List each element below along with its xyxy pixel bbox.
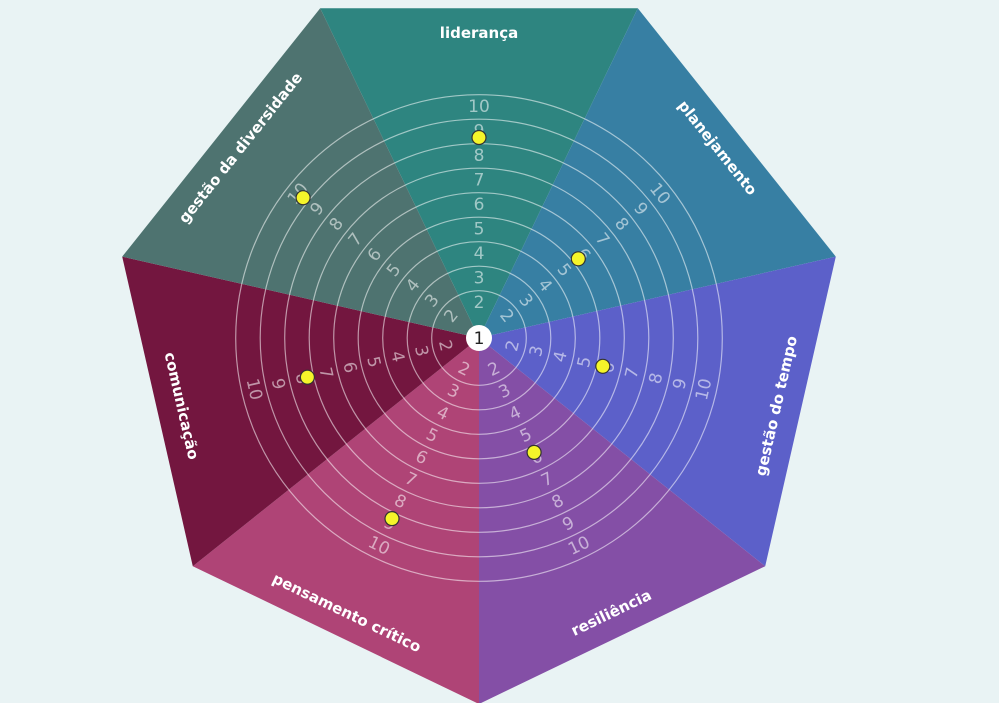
tick-label: 7 <box>314 365 336 380</box>
tick-label: 8 <box>645 371 667 386</box>
score-marker[interactable] <box>570 251 586 267</box>
tick-label: 6 <box>474 195 485 215</box>
sector-wedge <box>479 256 836 567</box>
scale-ring <box>357 216 601 460</box>
tick-label: 10 <box>692 377 716 403</box>
sector-wedge <box>479 338 766 703</box>
tick-label: 4 <box>550 349 572 364</box>
tick-label: 9 <box>669 376 691 391</box>
tick-label: 4 <box>386 349 408 364</box>
score-marker[interactable] <box>471 129 487 146</box>
tick-label: 2 <box>474 293 485 313</box>
score-marker[interactable] <box>295 190 311 206</box>
tick-label: 4 <box>474 244 485 264</box>
scale-ring <box>308 167 650 509</box>
tick-label: 5 <box>474 220 485 240</box>
scale-ring <box>235 94 723 582</box>
sector-wedge <box>122 256 479 567</box>
tick-label: 6 <box>338 360 360 375</box>
center-circle <box>466 325 492 351</box>
tick-label: 3 <box>474 269 485 289</box>
sector-wedge <box>320 8 638 338</box>
tick-label: 10 <box>242 377 266 403</box>
tick-label: 7 <box>622 365 644 380</box>
score-marker[interactable] <box>299 369 315 385</box>
score-marker[interactable] <box>526 444 542 460</box>
scale-ring <box>259 118 699 558</box>
scale-ring <box>431 290 527 386</box>
tick-label: 8 <box>474 146 485 166</box>
tick-label: 5 <box>574 355 596 370</box>
score-marker[interactable] <box>384 510 400 527</box>
scale-ring <box>333 192 625 484</box>
sector-wedge <box>192 338 479 703</box>
sector-label: liderança <box>440 24 518 42</box>
tick-label: 2 <box>502 338 524 353</box>
tick-label: 2 <box>434 338 456 353</box>
tick-label: 3 <box>526 344 548 359</box>
scale-ring <box>406 265 552 411</box>
tick-label: 3 <box>410 344 432 359</box>
tick-label: 9 <box>267 376 289 391</box>
score-markers-layer <box>295 129 611 527</box>
tick-label: 10 <box>468 97 490 117</box>
scale-ring <box>382 241 576 435</box>
tick-label: 7 <box>474 171 485 191</box>
center-label: 1 <box>474 329 485 349</box>
score-marker[interactable] <box>595 358 611 374</box>
tick-label: 5 <box>362 355 384 370</box>
